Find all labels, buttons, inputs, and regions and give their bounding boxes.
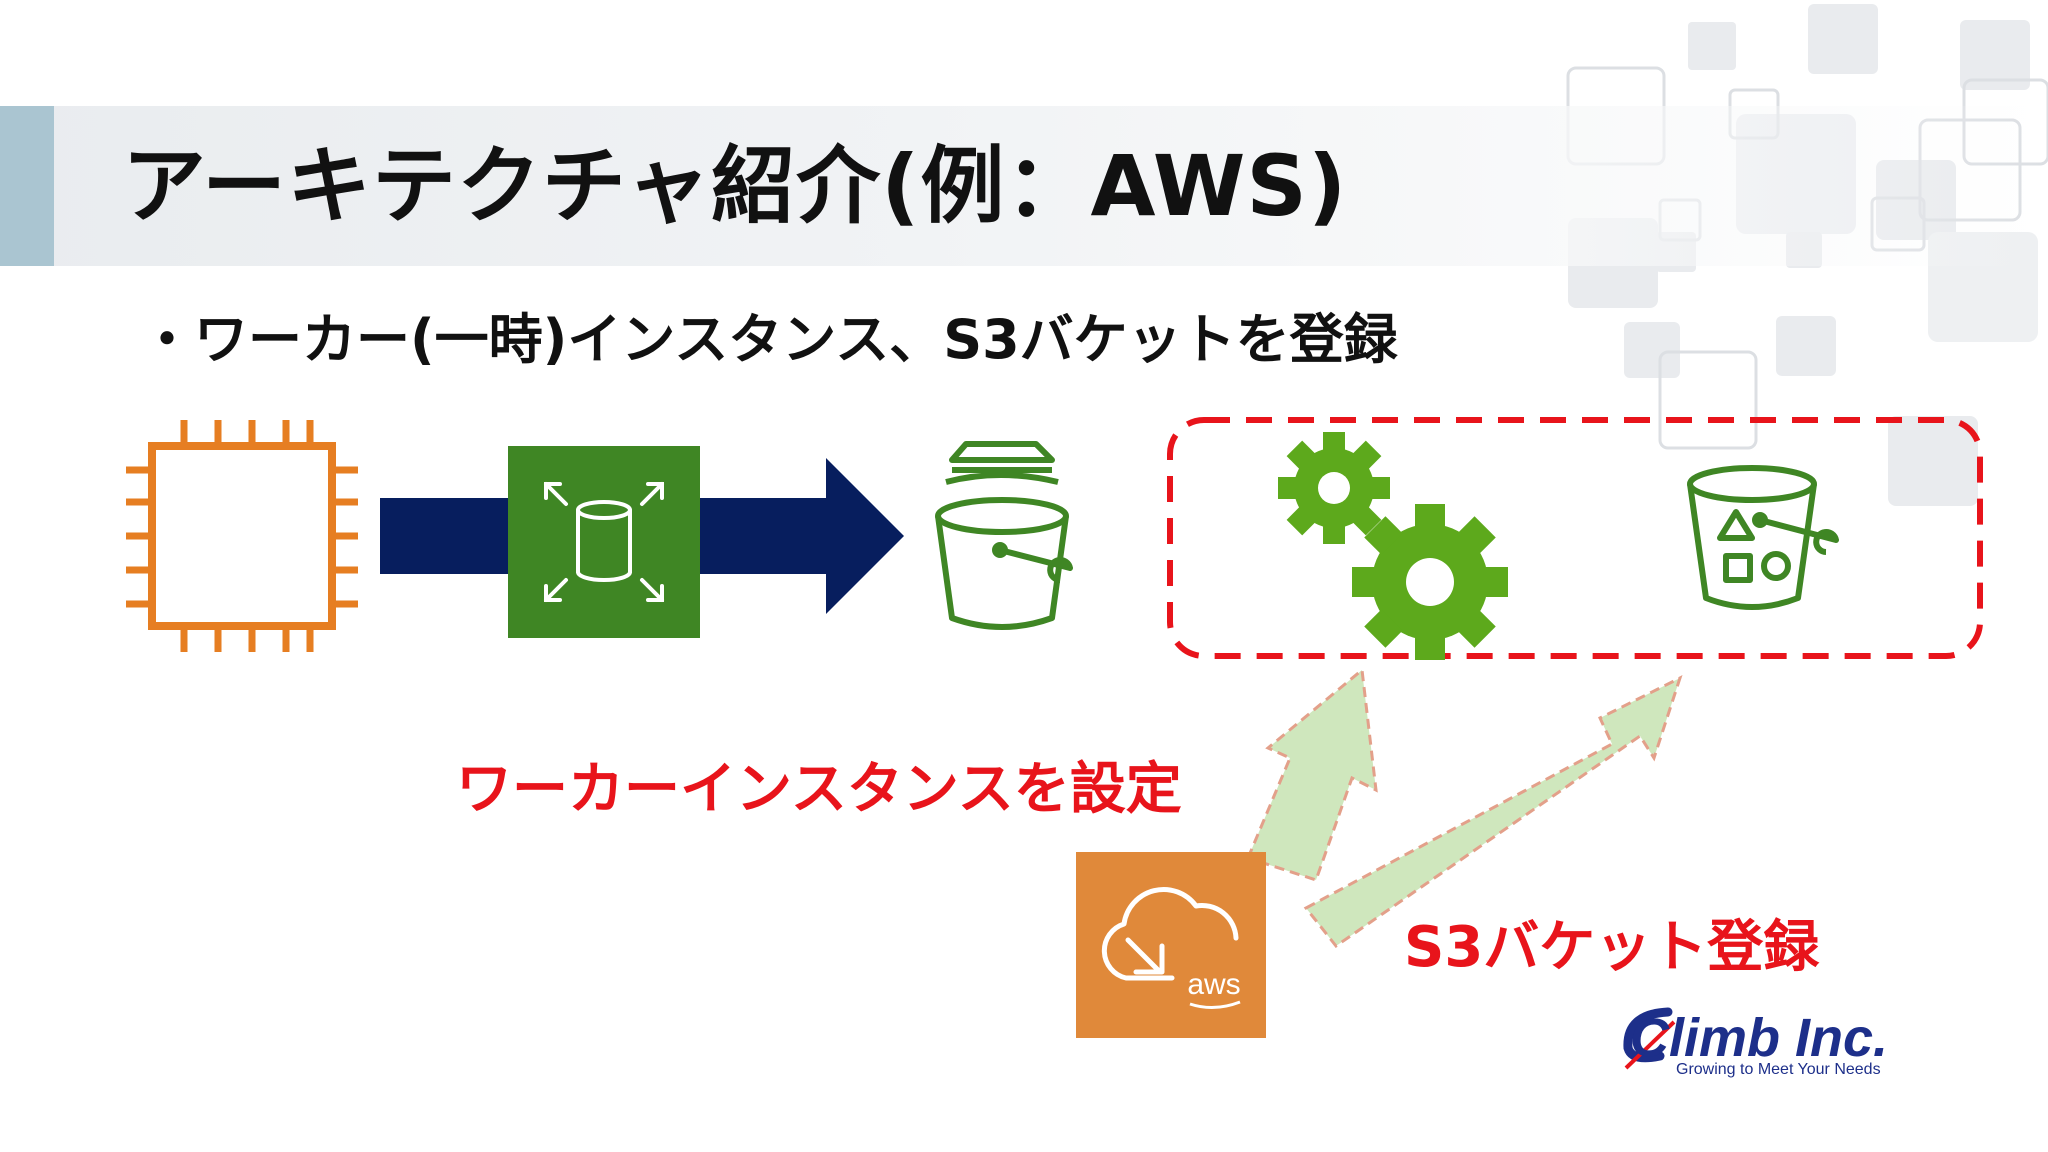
dashed-group-box — [1167, 417, 1983, 659]
cloudformation-aws-badge: aws — [1187, 968, 1240, 1001]
climb-logo-tagline: Growing to Meet Your Needs — [1676, 1061, 1881, 1078]
slide-title: アーキテクチャ紹介(例：AWS) — [122, 137, 1348, 235]
climb-logo-swoosh — [1623, 1007, 1676, 1070]
title-accent-bar — [0, 106, 54, 266]
worker-instance-label: ワーカーインスタンスを設定 — [456, 757, 1182, 822]
configure-arrow-1 — [1245, 667, 1378, 882]
s3-bucket-icon — [935, 441, 1073, 630]
gears-icon — [1278, 432, 1508, 660]
storage-resize-icon — [508, 446, 700, 638]
bullet-text: ・ワーカー(一時)インスタンス、S3バケットを登録 — [140, 308, 1398, 371]
s3-bucket-objects-icon — [1687, 465, 1839, 610]
climb-logo-name: Climb Inc. — [1630, 1008, 1889, 1068]
s3-register-label: S3バケット登録 — [1404, 915, 1820, 980]
title-band — [0, 106, 2048, 266]
cloudformation-icon: aws — [1076, 852, 1266, 1038]
ec2-chip-icon — [126, 420, 358, 652]
configure-arrow-2 — [1303, 675, 1683, 949]
